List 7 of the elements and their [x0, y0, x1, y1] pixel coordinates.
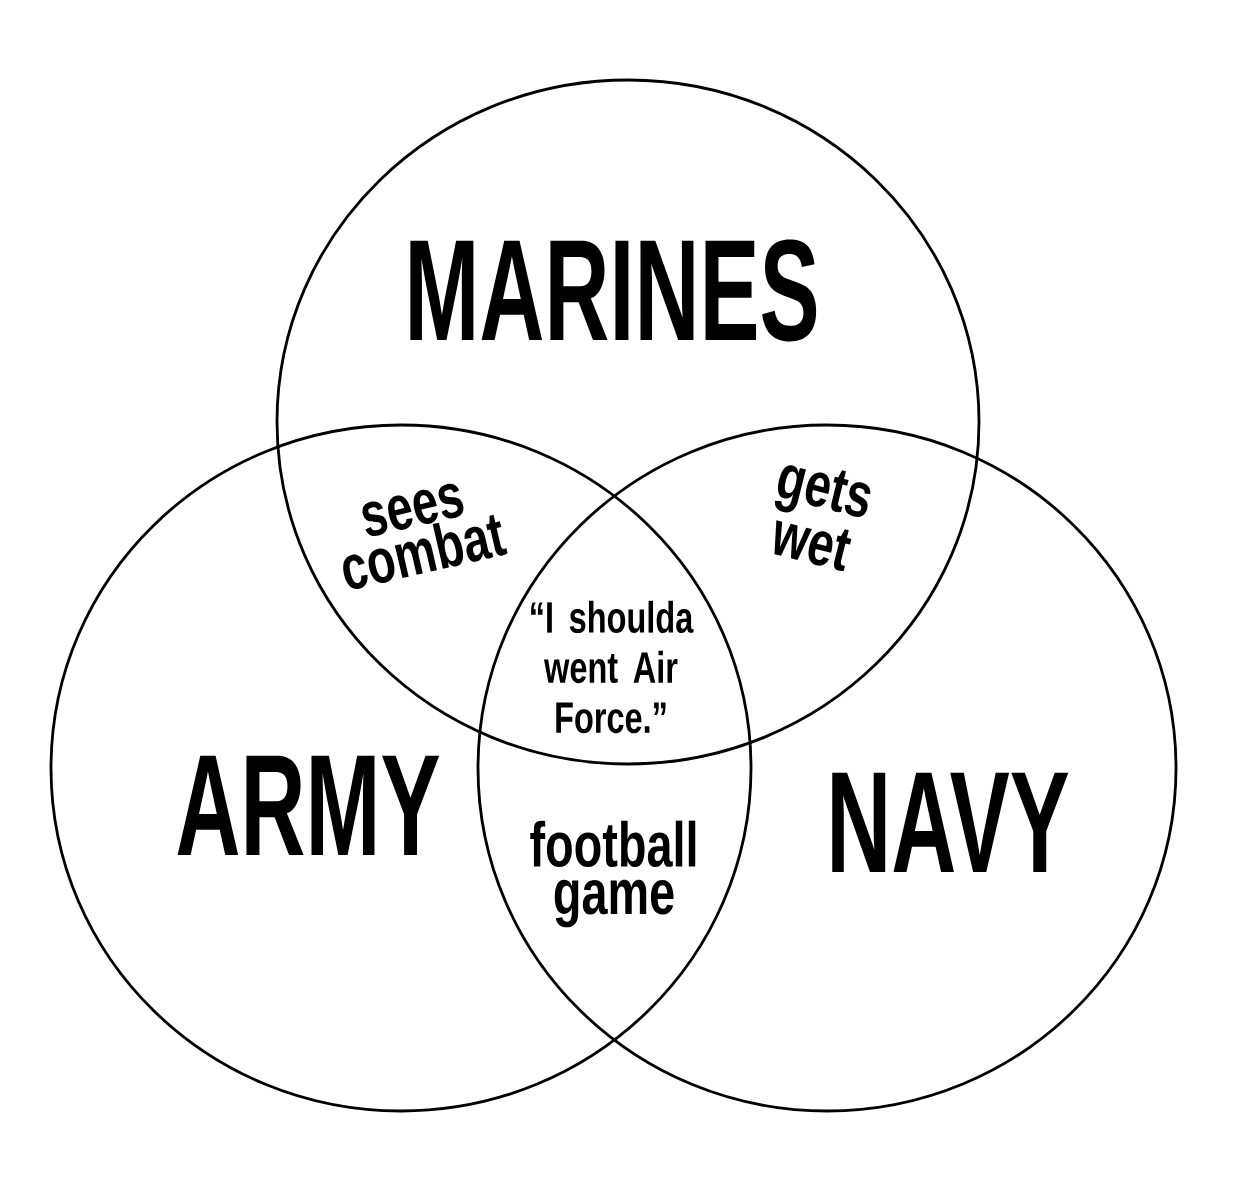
overlap-label: football game [530, 820, 696, 928]
set-label: MARINES [410, 239, 817, 342]
overlap-label: gets wet [774, 465, 871, 572]
overlap-label: “I shoulda went Air Force.” [531, 600, 694, 734]
overlap-label: sees combat [343, 483, 508, 589]
set-label: NAVY [832, 772, 1069, 872]
set-label: ARMY [177, 755, 440, 855]
